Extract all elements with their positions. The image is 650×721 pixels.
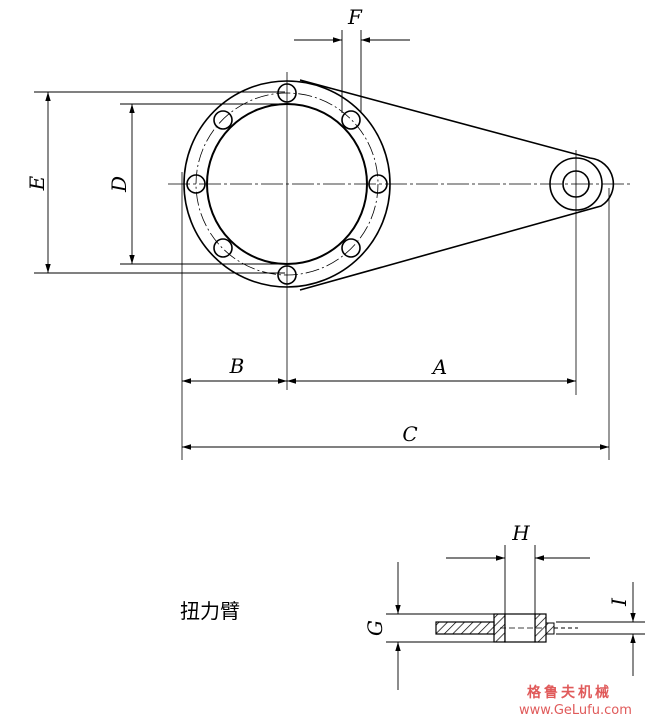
caption-torque-arm: 扭力臂 — [180, 599, 240, 623]
dimension-H — [446, 545, 590, 614]
label-B: B — [229, 354, 245, 378]
main-view — [183, 79, 615, 291]
boss-lip — [545, 622, 555, 635]
label-G: G — [363, 620, 387, 636]
label-A: A — [431, 355, 447, 379]
arm-plate-section — [435, 621, 495, 635]
arm-outline — [299, 79, 615, 291]
label-I: I — [607, 597, 631, 607]
bolt-hole — [213, 238, 233, 258]
center-lines — [168, 72, 630, 460]
watermark-brand: 格鲁夫机械 — [527, 684, 612, 701]
label-C: C — [402, 422, 417, 446]
dimension-G — [386, 562, 500, 690]
section-view — [435, 613, 578, 643]
bolt-hole — [341, 238, 361, 258]
bolt-hole — [341, 110, 361, 130]
watermark-url: www.GeLufu.com — [519, 703, 632, 718]
label-H: H — [511, 521, 530, 545]
dimension-D — [120, 103, 285, 265]
bolt-hole — [213, 110, 233, 130]
dimension-E — [34, 91, 285, 274]
dimension-I — [556, 582, 645, 676]
label-F: F — [347, 5, 363, 29]
label-E: E — [25, 175, 49, 191]
dimension-F — [294, 30, 410, 113]
label-D: D — [107, 176, 131, 193]
